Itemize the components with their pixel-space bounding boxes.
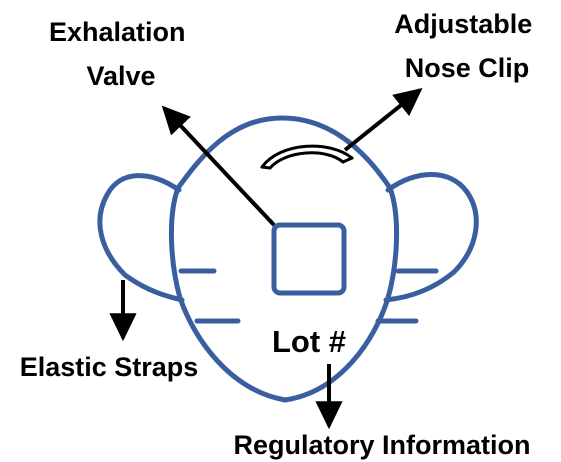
exhalation-valve-arrow <box>161 105 276 227</box>
nose-clip-shape <box>260 144 354 170</box>
callout-arrows <box>109 88 423 430</box>
exhalation-valve-label-line2: Valve <box>86 61 155 91</box>
nose-clip-label: Adjustable Nose Clip <box>394 9 540 83</box>
exhalation-valve-label: Exhalation Valve <box>49 17 193 91</box>
mask-illustration <box>97 115 479 403</box>
nose-clip-label-line2: Nose Clip <box>405 53 530 83</box>
exhalation-valve-square <box>271 222 347 296</box>
left-elastic-strap <box>97 173 185 303</box>
exhalation-valve-label-line1: Exhalation <box>49 17 186 47</box>
lot-number-label: Lot # <box>272 324 346 359</box>
nose-clip-arrow <box>343 88 423 152</box>
nose-clip-label-line1: Adjustable <box>394 9 532 39</box>
right-elastic-strap <box>383 172 479 303</box>
elastic-straps-label: Elastic Straps <box>20 352 199 382</box>
regulatory-information-label: Regulatory Information <box>233 430 530 460</box>
